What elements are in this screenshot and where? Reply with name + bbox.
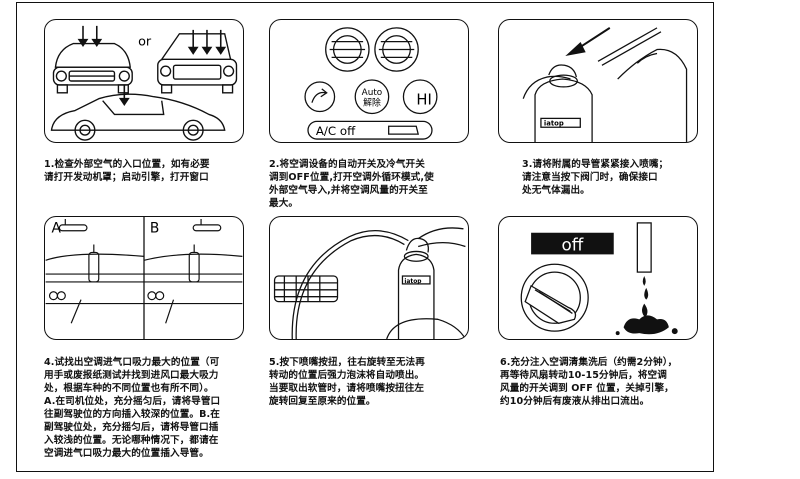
label-a: A <box>52 221 62 237</box>
step3-illustration: iatop <box>498 19 698 143</box>
step2-caption: 2.将空调设备的自动开关及冷气开关 调到OFF位置,打开空调外循环模式,使 外部… <box>269 158 474 210</box>
can-brand-label: iatop <box>544 119 564 127</box>
step3-caption: 3.请将附属的导管紧紧接入喷嘴； 请注意当按下阀门时，确保接口 处无气体漏出。 <box>522 158 702 197</box>
car-hood-drawing: or <box>45 20 243 142</box>
spray-can-drawing: iatop <box>270 217 468 339</box>
intake-position-drawing: A B <box>45 217 243 339</box>
step2-illustration: Auto 解除 HI A/C off <box>269 19 469 143</box>
step6-caption: 6.充分注入空调清集洗后（约需2分钟）， 再等待风扇转动10-15分钟后，将空调… <box>500 356 700 408</box>
or-label: or <box>138 35 152 50</box>
ac-controls-drawing: Auto 解除 HI A/C off <box>270 20 468 142</box>
label-b: B <box>150 221 159 237</box>
off-label: off <box>562 234 584 254</box>
step1-caption: 1.检查外部空气的入口位置，如有必要 请打开发动机罩；启动引擎，打开窗口 <box>44 158 249 184</box>
can-nozzle-drawing: iatop <box>499 20 697 142</box>
step1-illustration: or <box>44 19 244 143</box>
auto-label: Auto <box>362 88 383 98</box>
hi-label: HI <box>416 92 431 109</box>
step5-illustration: iatop <box>269 216 469 340</box>
step4-illustration: A B <box>44 216 244 340</box>
can-brand-label-2: iatop <box>404 279 421 285</box>
off-drain-drawing: off <box>499 217 697 339</box>
step6-illustration: off <box>498 216 698 340</box>
step4-caption: 4.试找出空调进气口吸力最大的位置（可 用手或废报纸测试并找到进风口最大吸力 处… <box>44 356 249 460</box>
step5-caption: 5.按下喷嘴按扭，往右旋转至无法再 转动的位置后强力泡沫将自动喷出。 当要取出软… <box>269 356 469 408</box>
ac-off-label: A/C off <box>316 124 356 138</box>
auto-release-label: 解除 <box>363 97 381 109</box>
